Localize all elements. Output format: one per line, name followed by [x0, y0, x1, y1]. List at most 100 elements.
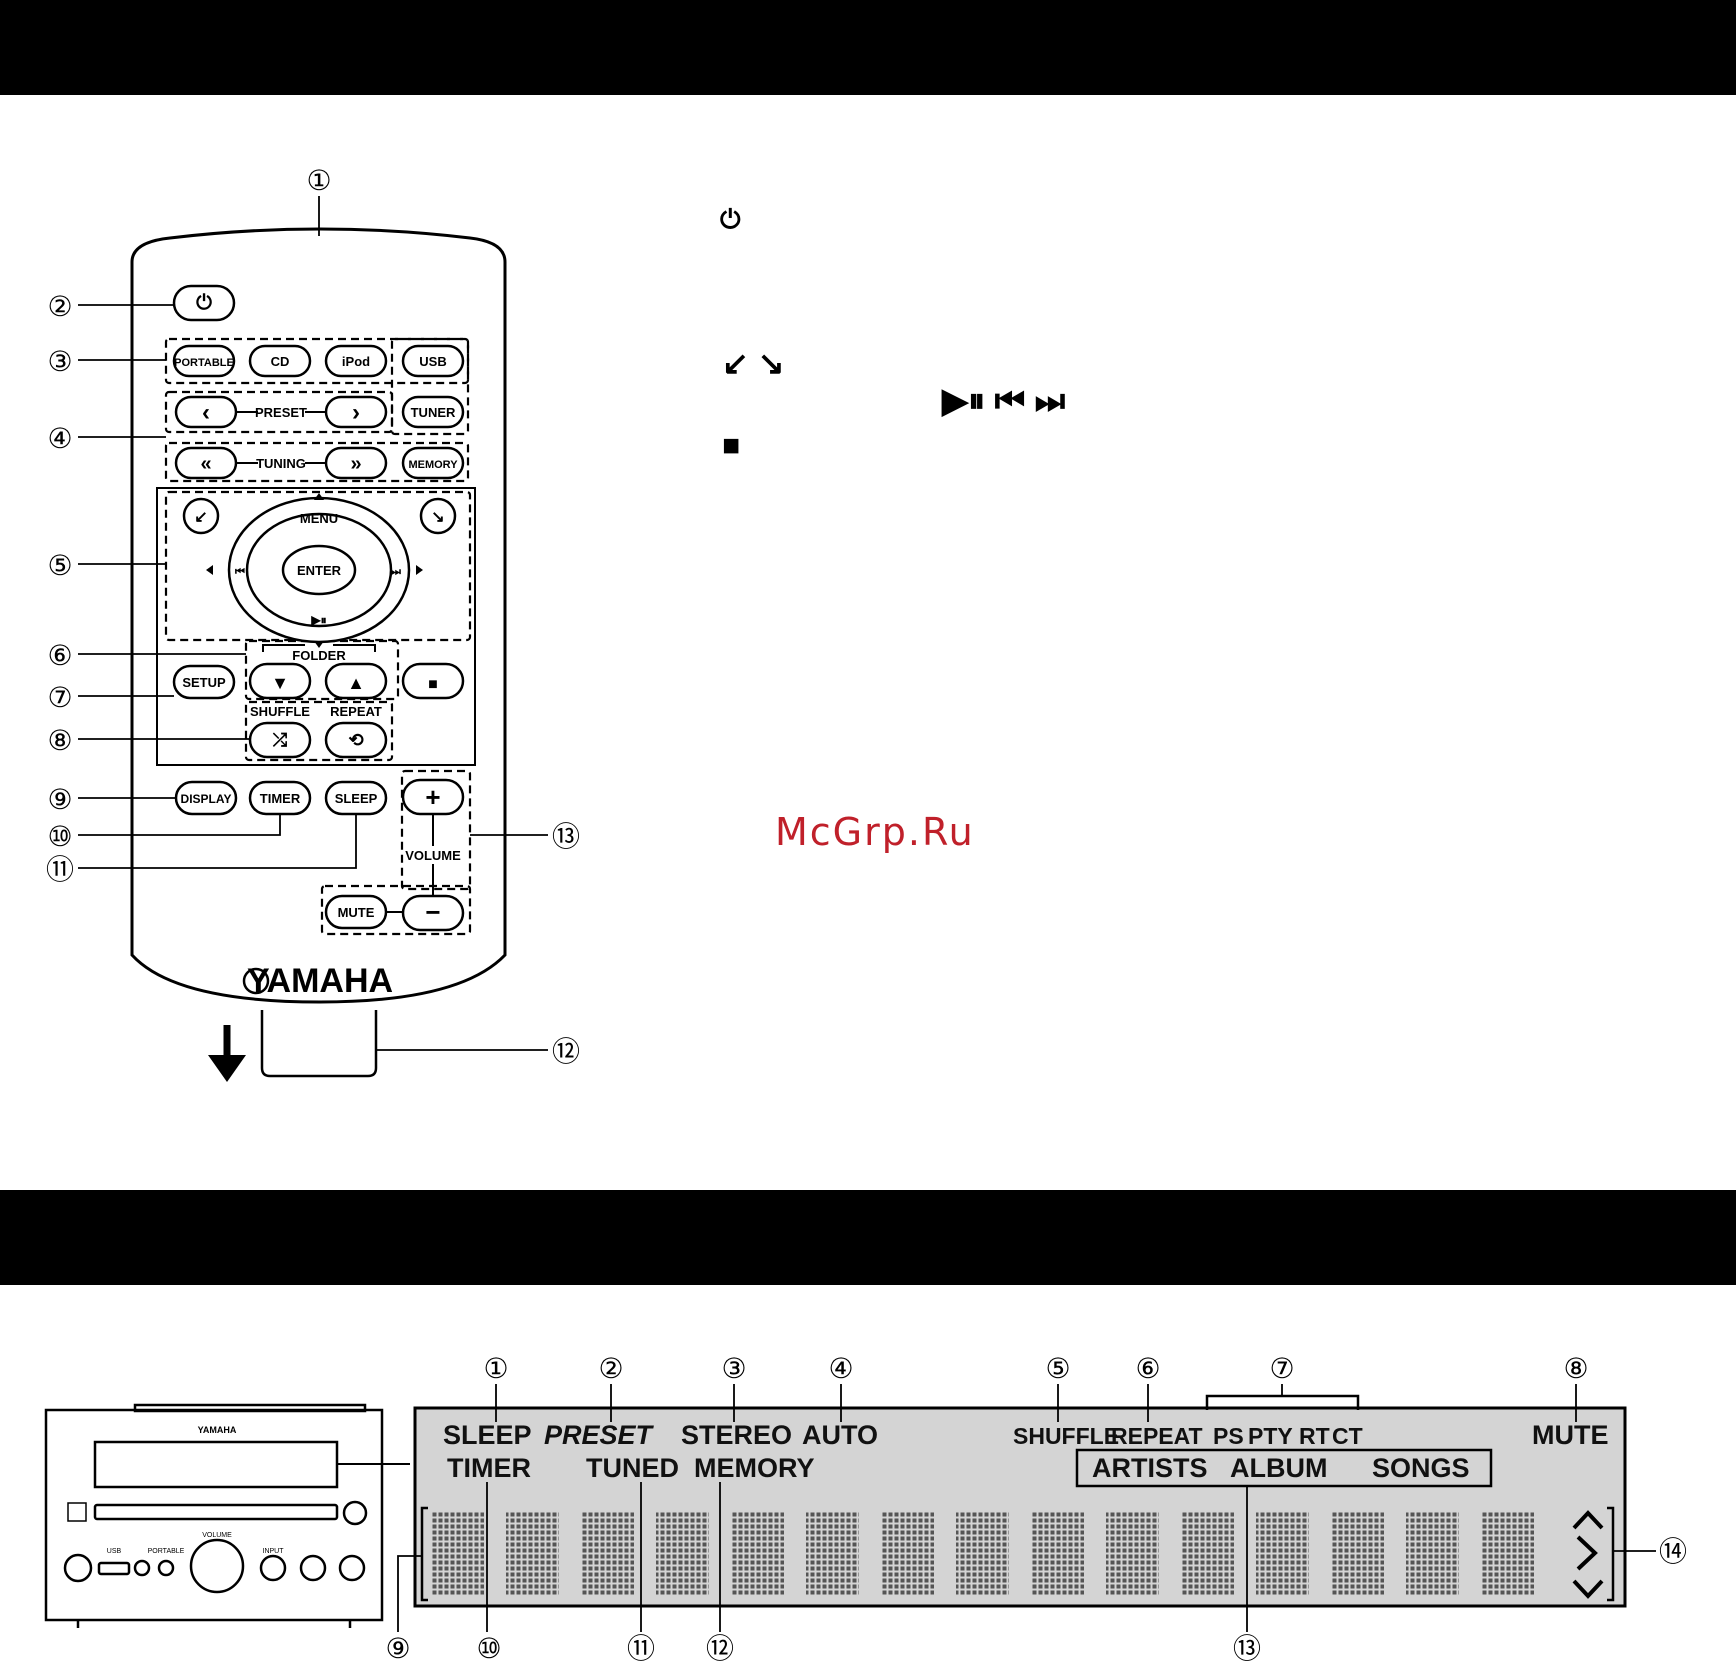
stereo-indicator: STEREO: [681, 1420, 792, 1450]
repeat-button[interactable]: [324, 721, 388, 759]
display-callout-11: ⑪: [627, 1633, 655, 1663]
transport-symbols-icon: ▶⏸ ⏮ ⏭: [941, 382, 1066, 420]
eject-button[interactable]: [342, 1500, 368, 1526]
power-icon: ⏻: [196, 292, 212, 314]
display-callout-8: ⑧: [1563, 1353, 1588, 1384]
arrow-down-right-button[interactable]: [419, 497, 457, 535]
display-callout-13: ⑬: [1233, 1633, 1261, 1663]
ps-indicator: PS: [1213, 1423, 1244, 1449]
setup-button[interactable]: [172, 664, 236, 700]
power-button[interactable]: [172, 284, 236, 322]
callout-11: ⑪: [46, 854, 74, 885]
plus-icon: +: [425, 782, 440, 812]
display-callout-6: ⑥: [1135, 1353, 1160, 1384]
shuffle-icon: ⤮: [273, 730, 288, 750]
unit-display-window: [93, 1440, 339, 1489]
usb-button[interactable]: [401, 344, 465, 378]
callout-5: ⑤: [47, 550, 72, 581]
tuner-label: TUNER: [411, 405, 456, 420]
pty-indicator: PTY: [1248, 1423, 1293, 1449]
portable-jack[interactable]: [157, 1559, 175, 1577]
dot-matrix-char-13: [1331, 1512, 1384, 1596]
yamaha-logo: YAMAHA: [247, 962, 393, 1000]
callout-3: ③: [47, 346, 72, 377]
unit-play-button[interactable]: [299, 1554, 327, 1582]
timer-label: TIMER: [260, 791, 301, 806]
callout-4: ④: [47, 423, 72, 454]
usb-port[interactable]: [97, 1561, 131, 1576]
rt-indicator: RT: [1299, 1423, 1330, 1449]
memory-label: MEMORY: [408, 459, 458, 471]
repeat-label: REPEAT: [330, 704, 382, 719]
stop-button[interactable]: [401, 662, 465, 700]
auto-indicator: AUTO: [802, 1420, 878, 1450]
callout-8: ⑧: [47, 725, 72, 756]
dot-matrix-char-4: [656, 1512, 709, 1596]
preset-label: PRESET: [255, 405, 307, 420]
ipod-button[interactable]: [324, 344, 388, 378]
enter-button[interactable]: [281, 544, 357, 596]
callout-1: ①: [306, 165, 331, 196]
enter-label: ENTER: [297, 563, 342, 578]
remote-callouts: ① ② ③ ④ ⑤ ⑥ ⑦ ⑧ ⑨ ⑩ ⑪ ⑫ ⑬: [46, 165, 580, 1067]
sleep-indicator: SLEEP: [443, 1420, 532, 1450]
dot-matrix-char-14: [1406, 1512, 1459, 1596]
arrow-up-left-button[interactable]: [182, 497, 220, 535]
mute-label: MUTE: [338, 905, 375, 920]
folder-down-button[interactable]: [248, 662, 312, 700]
tuning-label: TUNING: [256, 456, 306, 471]
dot-matrix-char-1: [431, 1512, 484, 1596]
input-button[interactable]: [259, 1554, 287, 1582]
unit-volume-label: VOLUME: [202, 1532, 232, 1539]
double-chevron-left-icon: «: [200, 453, 211, 475]
power-symbol-icon: ⏻: [720, 204, 741, 234]
cd-button[interactable]: [248, 344, 312, 378]
display-callout-4: ④: [828, 1353, 853, 1384]
symbol-legend: ⏻ ↙ ↘ ▶⏸ ⏮ ⏭ ■: [720, 204, 1066, 462]
triangle-up-icon: ▲: [347, 673, 365, 693]
mute-indicator: MUTE: [1532, 1420, 1609, 1450]
nav-arrows-indicator: [1572, 1510, 1604, 1599]
repeat-icon: ⟲: [348, 730, 363, 750]
shuffle-button[interactable]: [248, 721, 312, 759]
shuffle-indicator: SHUFFLE: [1013, 1423, 1119, 1449]
callout-10: ⑩: [47, 821, 72, 852]
sleep-label: SLEEP: [335, 791, 378, 806]
volume-knob[interactable]: [189, 1538, 245, 1594]
headphone-jack[interactable]: [133, 1559, 151, 1577]
skip-next-icon: ⏭: [391, 566, 401, 578]
display-callout-5: ⑤: [1045, 1353, 1070, 1384]
arrow-up-left-icon: ↙: [194, 509, 207, 526]
double-chevron-right-icon: »: [350, 453, 361, 475]
dot-matrix-char-3: [581, 1512, 634, 1596]
unit-power-button[interactable]: [63, 1553, 93, 1583]
remote-callout-lines: [78, 196, 548, 1051]
chevron-left-icon: ‹: [202, 399, 210, 426]
folder-up-button[interactable]: [324, 662, 388, 700]
usb-label: USB: [419, 354, 446, 369]
tuner-button[interactable]: [401, 395, 465, 429]
timer-indicator: TIMER: [447, 1453, 531, 1483]
repeat-indicator: REPEAT: [1111, 1423, 1203, 1449]
callout-7: ⑦: [47, 682, 72, 713]
triangle-down-icon: ▼: [271, 673, 289, 693]
dot-matrix-area: [431, 1512, 1534, 1596]
dot-matrix-char-5: [731, 1512, 784, 1596]
memory-indicator: MEMORY: [694, 1453, 815, 1483]
display-callout-14: ⑭: [1659, 1536, 1687, 1567]
album-indicator: ALBUM: [1230, 1453, 1327, 1483]
cd-logo-icon: [67, 1502, 87, 1522]
display-indicators: SLEEP PRESET STEREO AUTO SHUFFLE REPEAT …: [443, 1420, 1609, 1483]
unit-body: [44, 1408, 384, 1622]
remote-button-labels: ⏻ PORTABLE CD iPod USB ‹ PRESET › TUNER …: [174, 292, 461, 927]
battery-compartment: [260, 1010, 378, 1078]
unit-stop-button[interactable]: [338, 1554, 366, 1582]
callout-6: ⑥: [47, 640, 72, 671]
portable-button[interactable]: [172, 344, 236, 378]
display-callout-9: ⑨: [385, 1633, 410, 1663]
remote-buttons: [172, 284, 465, 932]
shuffle-label: SHUFFLE: [250, 704, 310, 719]
memory-button[interactable]: [401, 446, 465, 480]
cd-slot: [93, 1503, 339, 1521]
folder-label: FOLDER: [292, 648, 346, 663]
